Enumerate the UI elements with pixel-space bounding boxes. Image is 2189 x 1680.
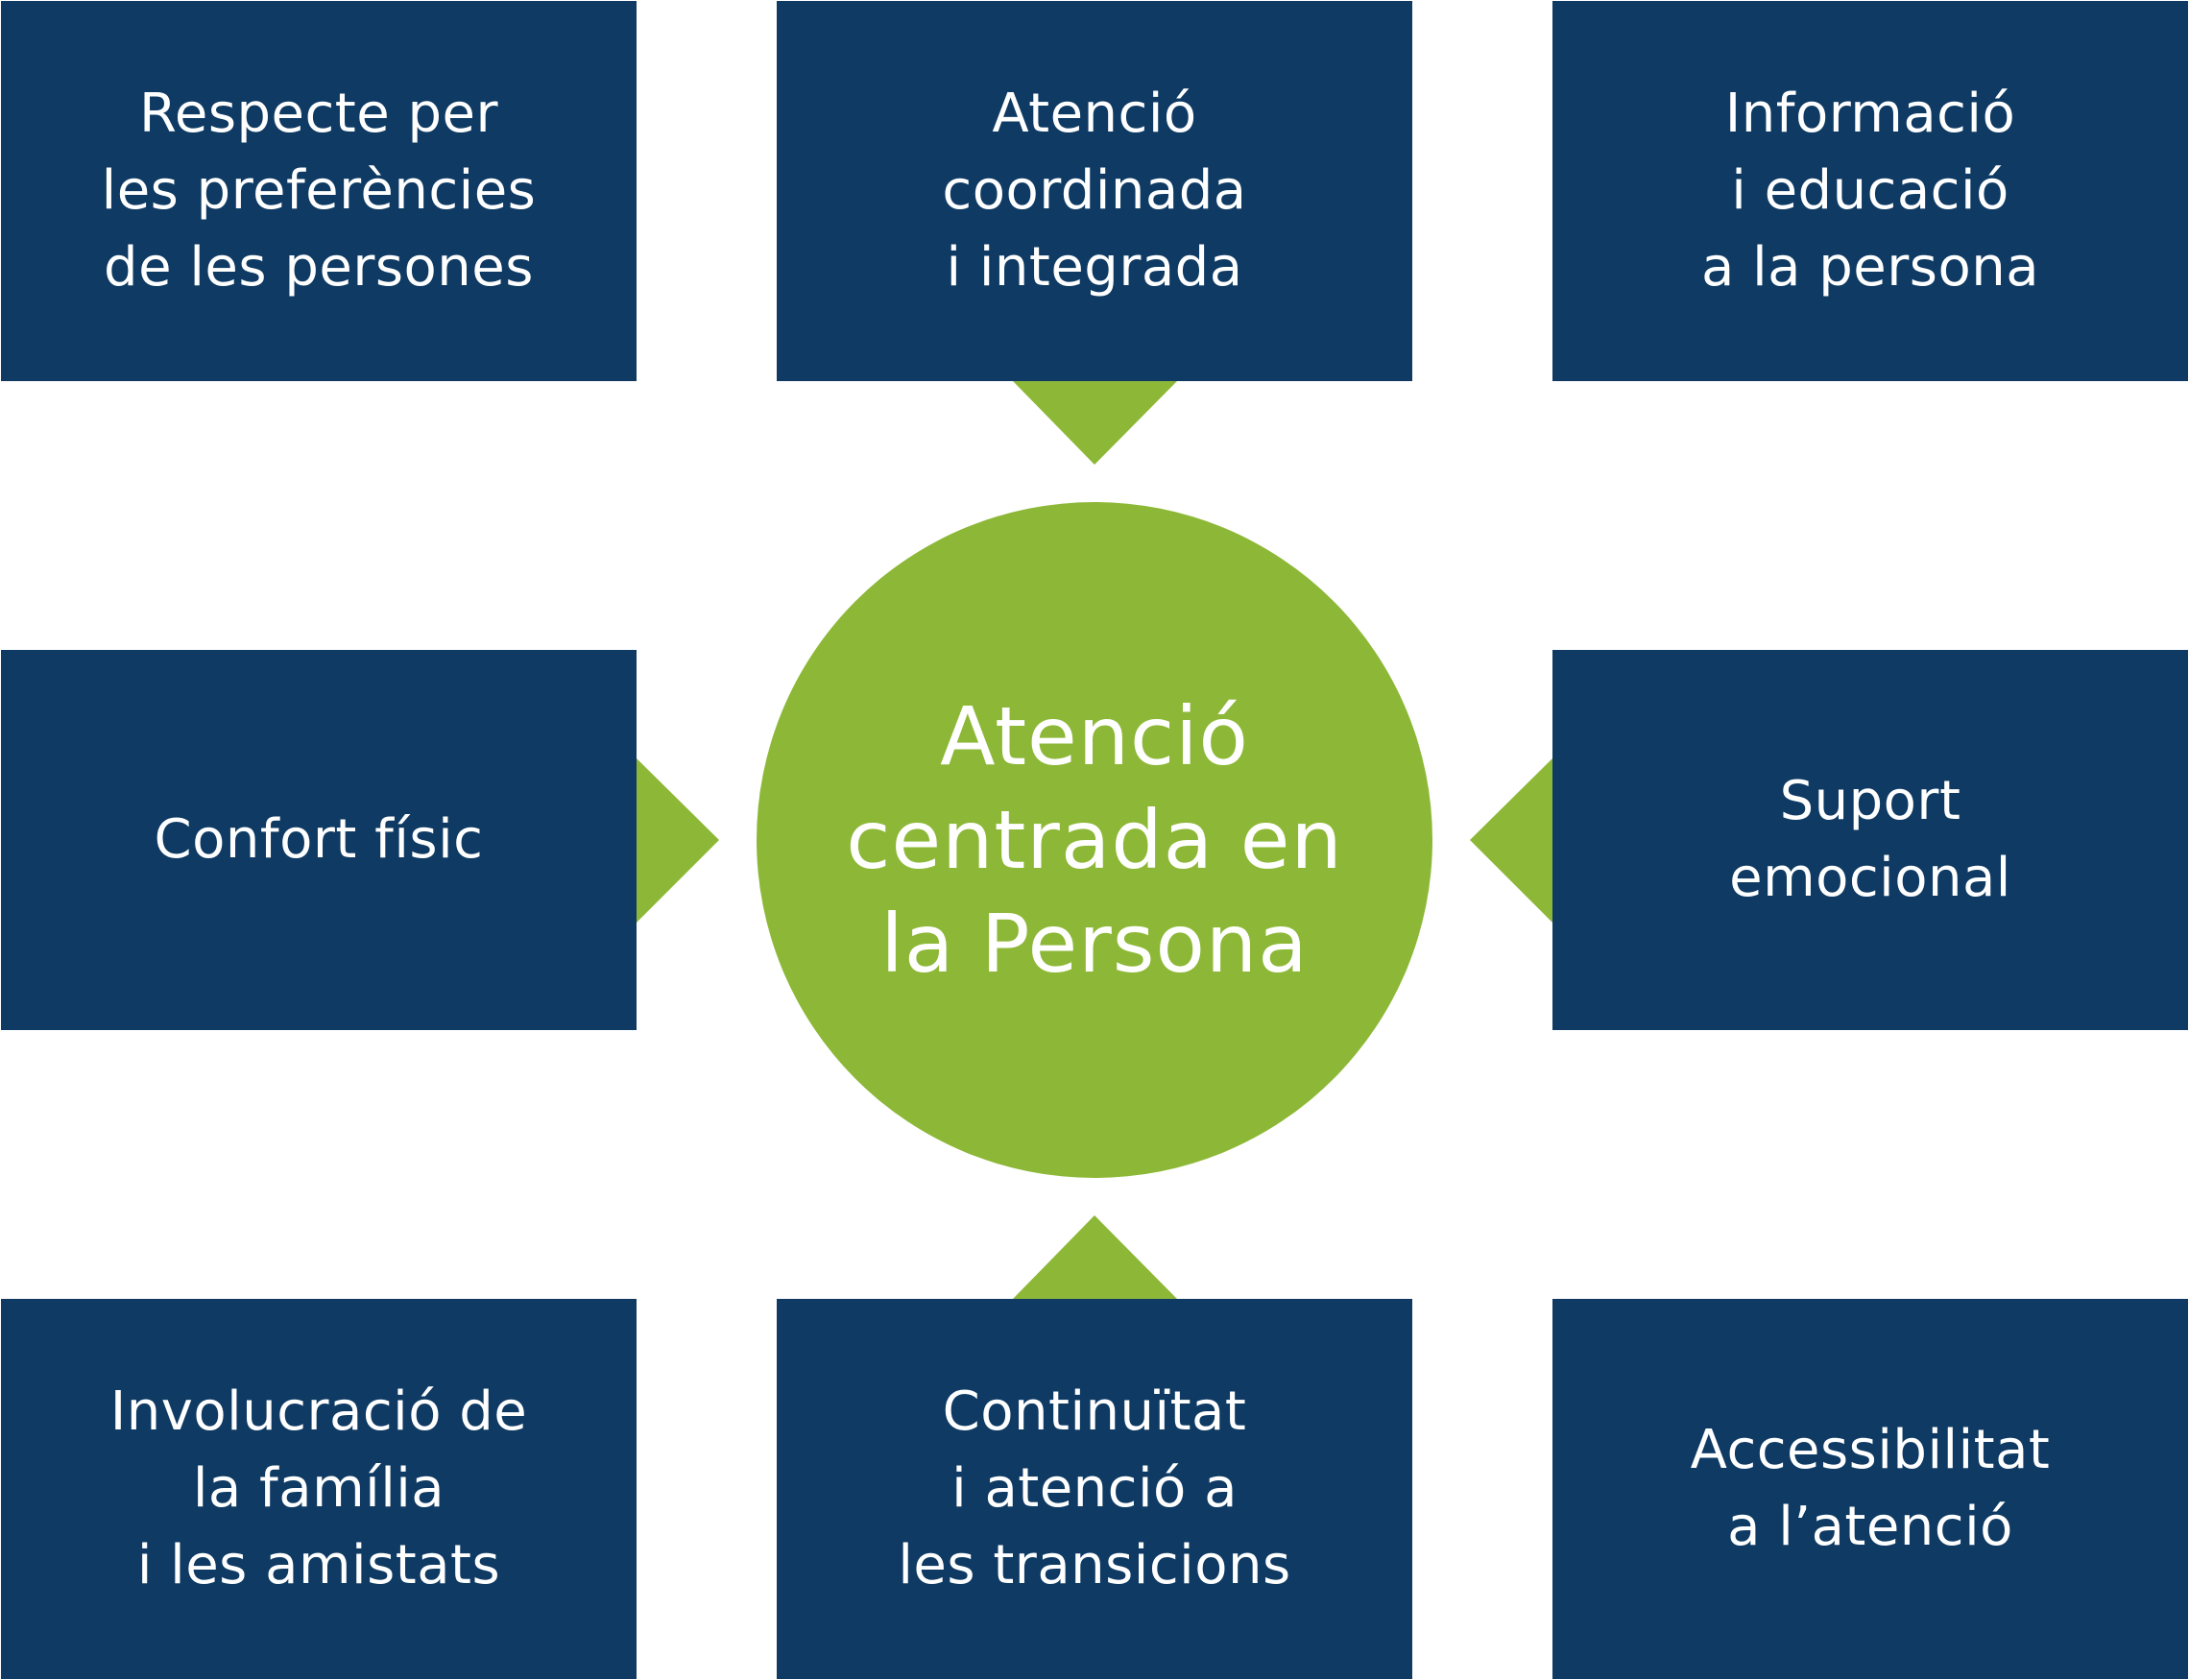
box-family-involvement: Involucració de la família i les amistat… [1, 1299, 637, 1679]
box-physical-comfort: Confort físic [1, 650, 637, 1030]
box-label: Informació i educació a la persona [1700, 83, 2040, 299]
connector-top [1013, 381, 1177, 465]
box-label: Confort físic [154, 808, 484, 871]
box-label: Continuïtat i atenció a les transicions [898, 1380, 1291, 1596]
box-respect-preferences: Respecte per les preferències de les per… [1, 1, 637, 381]
box-coordinated-care: Atenció coordinada i integrada [777, 1, 1412, 381]
connector-right [1470, 758, 1552, 923]
box-label: Atenció coordinada i integrada [942, 83, 1247, 299]
box-continuity-transitions: Continuïtat i atenció a les transicions [777, 1299, 1412, 1679]
center-circle: Atenció centrada en la Persona [757, 502, 1432, 1178]
box-accessibility: Accessibilitat a l’atenció [1552, 1299, 2188, 1679]
box-label: Suport emocional [1729, 770, 2011, 909]
box-label: Accessibilitat a l’atenció [1690, 1419, 2051, 1558]
box-information-education: Informació i educació a la persona [1552, 1, 2188, 381]
connector-bottom [1013, 1215, 1177, 1299]
box-emotional-support: Suport emocional [1552, 650, 2188, 1030]
center-label: Atenció centrada en la Persona [846, 689, 1343, 991]
box-label: Involucració de la família i les amistat… [109, 1380, 528, 1596]
connector-left [637, 758, 719, 923]
box-label: Respecte per les preferències de les per… [101, 83, 537, 299]
